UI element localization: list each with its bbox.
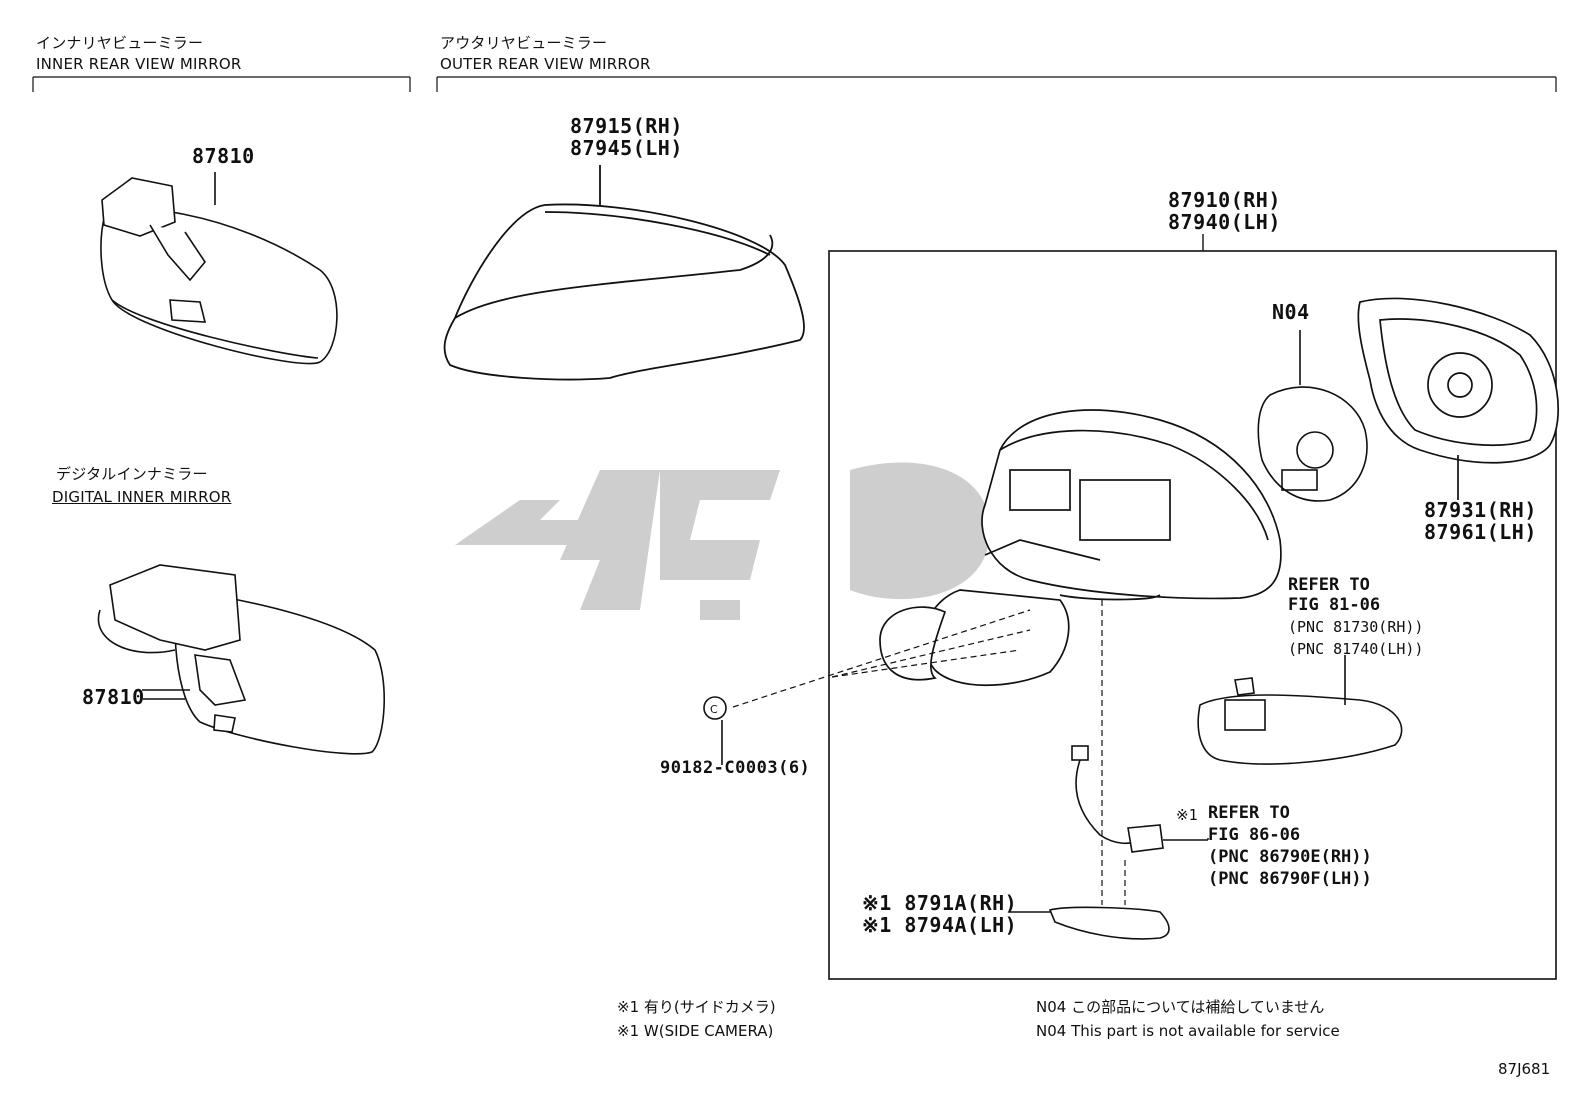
note-side-camera-en: ※1 W(SIDE CAMERA) [617,1022,774,1040]
camera-ref-pnc2: (PNC 86790F(LH)) [1208,869,1372,889]
svg-text:C: C [710,703,718,716]
inner-mirror-title-en: INNER REAR VIEW MIRROR [36,55,242,73]
lamp-ref-pnc2: (PNC 81740(LH)) [1288,640,1424,658]
camera-cover-drawing [1010,906,1170,940]
outer-mirror-housing-drawing [879,409,1282,687]
guide-lines [732,600,1126,905]
note-n04-jp: N04 この部品については補給していません [1036,998,1325,1016]
n04-actuator-drawing [1257,330,1368,502]
part-number-digital-mirror: 87810 [82,685,145,709]
outer-mirror-title-jp: アウタリヤビューミラー [440,34,608,52]
lamp-ref-pnc1: (PNC 81730(RH)) [1288,618,1424,636]
part-number-n04: N04 [1272,300,1310,324]
digital-mirror-title-en: DIGITAL INNER MIRROR [52,488,232,506]
turn-signal-lamp-drawing [1197,655,1403,765]
digital-inner-mirror-drawing [97,564,385,755]
assembly-box [828,250,1557,980]
outer-mirror-title-en: OUTER REAR VIEW MIRROR [440,55,651,73]
camera-ref-mark: ※1 [1176,806,1198,824]
note-n04-en: N04 This part is not available for servi… [1036,1022,1340,1040]
part-number-cover-rh: 87915(RH) [570,114,683,138]
outer-mirror-bracket [436,76,1557,92]
part-number-cover-lh: 87945(LH) [570,136,683,160]
note-side-camera-jp: ※1 有り(サイドカメラ) [617,998,776,1016]
figure-code: 87J681 [1498,1060,1551,1078]
part-number-mirror-glass-rh: 87931(RH) [1424,498,1537,522]
part-number-camera-cover-lh: ※1 8794A(LH) [862,913,1018,937]
inner-rear-view-mirror-drawing [100,172,338,365]
lamp-ref-line1: REFER TO [1288,575,1370,595]
clip-drawing: C [703,696,727,765]
part-number-assembly-lh: 87940(LH) [1168,210,1281,234]
inner-mirror-title-jp: インナリヤビューミラー [36,34,204,52]
mirror-glass-drawing [1357,297,1559,500]
part-number-inner-mirror: 87810 [192,144,255,168]
leader-lines [143,698,1209,840]
digital-mirror-title-jp: デジタルインナミラー [56,465,208,483]
mirror-cover-drawing [443,165,805,381]
camera-ref-line2: FIG 86-06 [1208,825,1301,845]
part-number-camera-cover-rh: ※1 8791A(RH) [862,891,1018,915]
part-number-mirror-glass-lh: 87961(LH) [1424,520,1537,544]
inner-mirror-bracket [32,76,411,92]
camera-ref-line1: REFER TO [1208,803,1290,823]
part-number-clip: 90182-C0003(6) [660,758,811,778]
part-number-assembly-rh: 87910(RH) [1168,188,1281,212]
camera-ref-pnc1: (PNC 86790E(RH)) [1208,847,1372,867]
side-camera-drawing [1071,745,1208,853]
lamp-ref-line2: FIG 81-06 [1288,595,1381,615]
